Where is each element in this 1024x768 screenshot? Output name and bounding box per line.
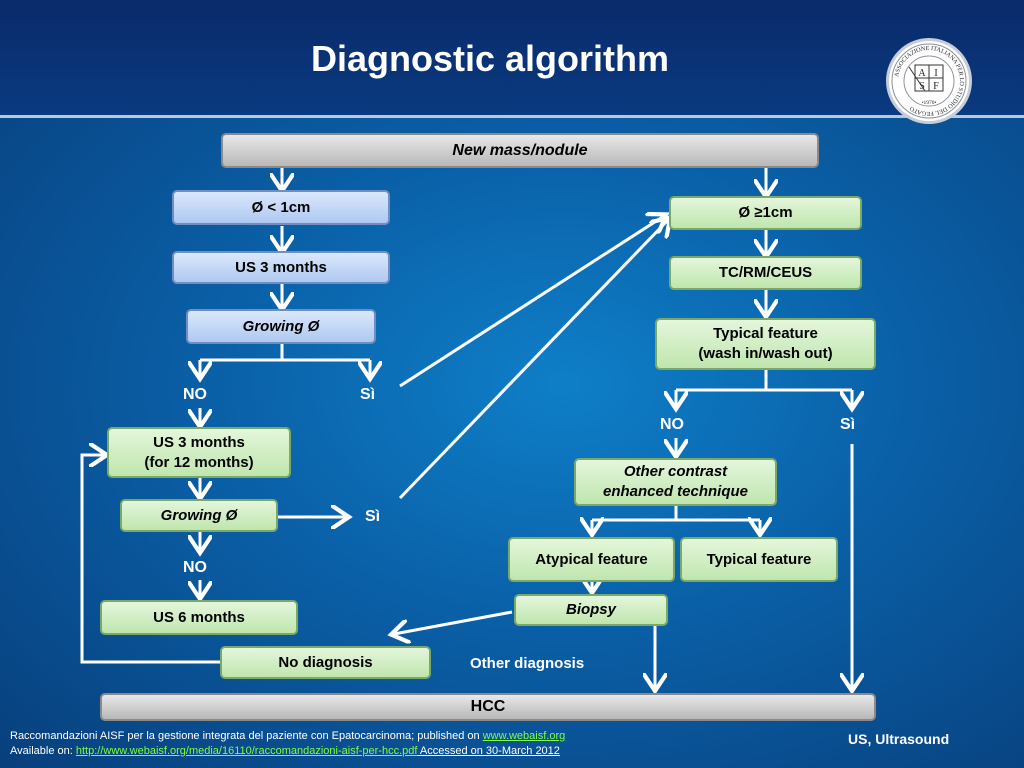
label-other-diagnosis: Other diagnosis <box>470 655 585 672</box>
node-growing-1: Growing Ø <box>186 309 376 344</box>
label-si-1: Sì <box>360 386 376 403</box>
aisf-seal-icon: ASSOCIAZIONE ITALIANA PER LO STUDIO DEL … <box>891 43 967 119</box>
label-no-2: NO <box>183 559 207 576</box>
logo-letter-f: F <box>933 81 939 92</box>
arrow-si2-ge1 <box>398 220 668 500</box>
label-si-2: Sì <box>365 508 381 525</box>
node-typical-feature: Typical feature <box>680 537 838 582</box>
arrow-nodiag-loop <box>80 455 222 664</box>
node-growing-2: Growing Ø <box>120 499 278 532</box>
node-no-diagnosis: No diagnosis <box>220 646 431 679</box>
label-si-3: Sì <box>840 416 856 433</box>
node-us3: US 3 months <box>172 251 390 284</box>
node-atypical-feature: Atypical feature <box>508 537 675 582</box>
node-us6: US 6 months <box>100 600 298 635</box>
node-diameter-lt1: Ø < 1cm <box>172 190 390 225</box>
logo-letter-a: A <box>918 68 926 79</box>
logo-letter-s: S <box>919 81 925 92</box>
footer-line2-text: Available on: <box>10 745 76 757</box>
footer-line-1: Raccomandazioni AISF per la gestione int… <box>10 729 565 744</box>
page-title: Diagnostic algorithm <box>310 38 670 79</box>
footer-link-pdf[interactable]: http://www.webaisf.org/media/16110/racco… <box>75 745 418 757</box>
line-othercontrast-split <box>592 506 760 522</box>
footer-link-webaisf[interactable]: www.webaisf.org <box>482 730 566 742</box>
node-us3-12months: US 3 months (for 12 months) <box>107 427 291 478</box>
label-no-3: NO <box>660 416 684 433</box>
header-bar <box>0 0 1024 118</box>
logo-letter-i: I <box>934 68 937 79</box>
footer-line-2: Available on: http://www.webaisf.org/med… <box>10 744 565 759</box>
node-biopsy: Biopsy <box>514 594 668 626</box>
line-growing1-split <box>200 344 370 362</box>
node-typical-washin: Typical feature (wash in/wash out) <box>655 318 876 370</box>
arrow-si1-ge1 <box>399 216 664 388</box>
aisf-logo: ASSOCIAZIONE ITALIANA PER LO STUDIO DEL … <box>886 38 972 124</box>
footer-accessed-text: Accessed on 30-March 2012 <box>417 745 560 757</box>
node-diameter-ge1: Ø ≥1cm <box>669 196 862 230</box>
logo-year: •1970• <box>922 100 937 106</box>
node-tc-rm-ceus: TC/RM/CEUS <box>669 256 862 290</box>
line-typicalww-split <box>676 370 852 392</box>
node-new-mass: New mass/nodule <box>221 133 819 168</box>
node-hcc: HCC <box>100 693 876 721</box>
legend-abbreviation: US, Ultrasound <box>848 731 950 747</box>
footer-line1-text: Raccomandazioni AISF per la gestione int… <box>10 730 483 742</box>
label-no-1: NO <box>183 386 207 403</box>
arrow-biopsy-nodiag <box>394 610 513 634</box>
footer-reference: Raccomandazioni AISF per la gestione int… <box>10 729 565 759</box>
node-other-contrast: Other contrast enhanced technique <box>574 458 777 506</box>
